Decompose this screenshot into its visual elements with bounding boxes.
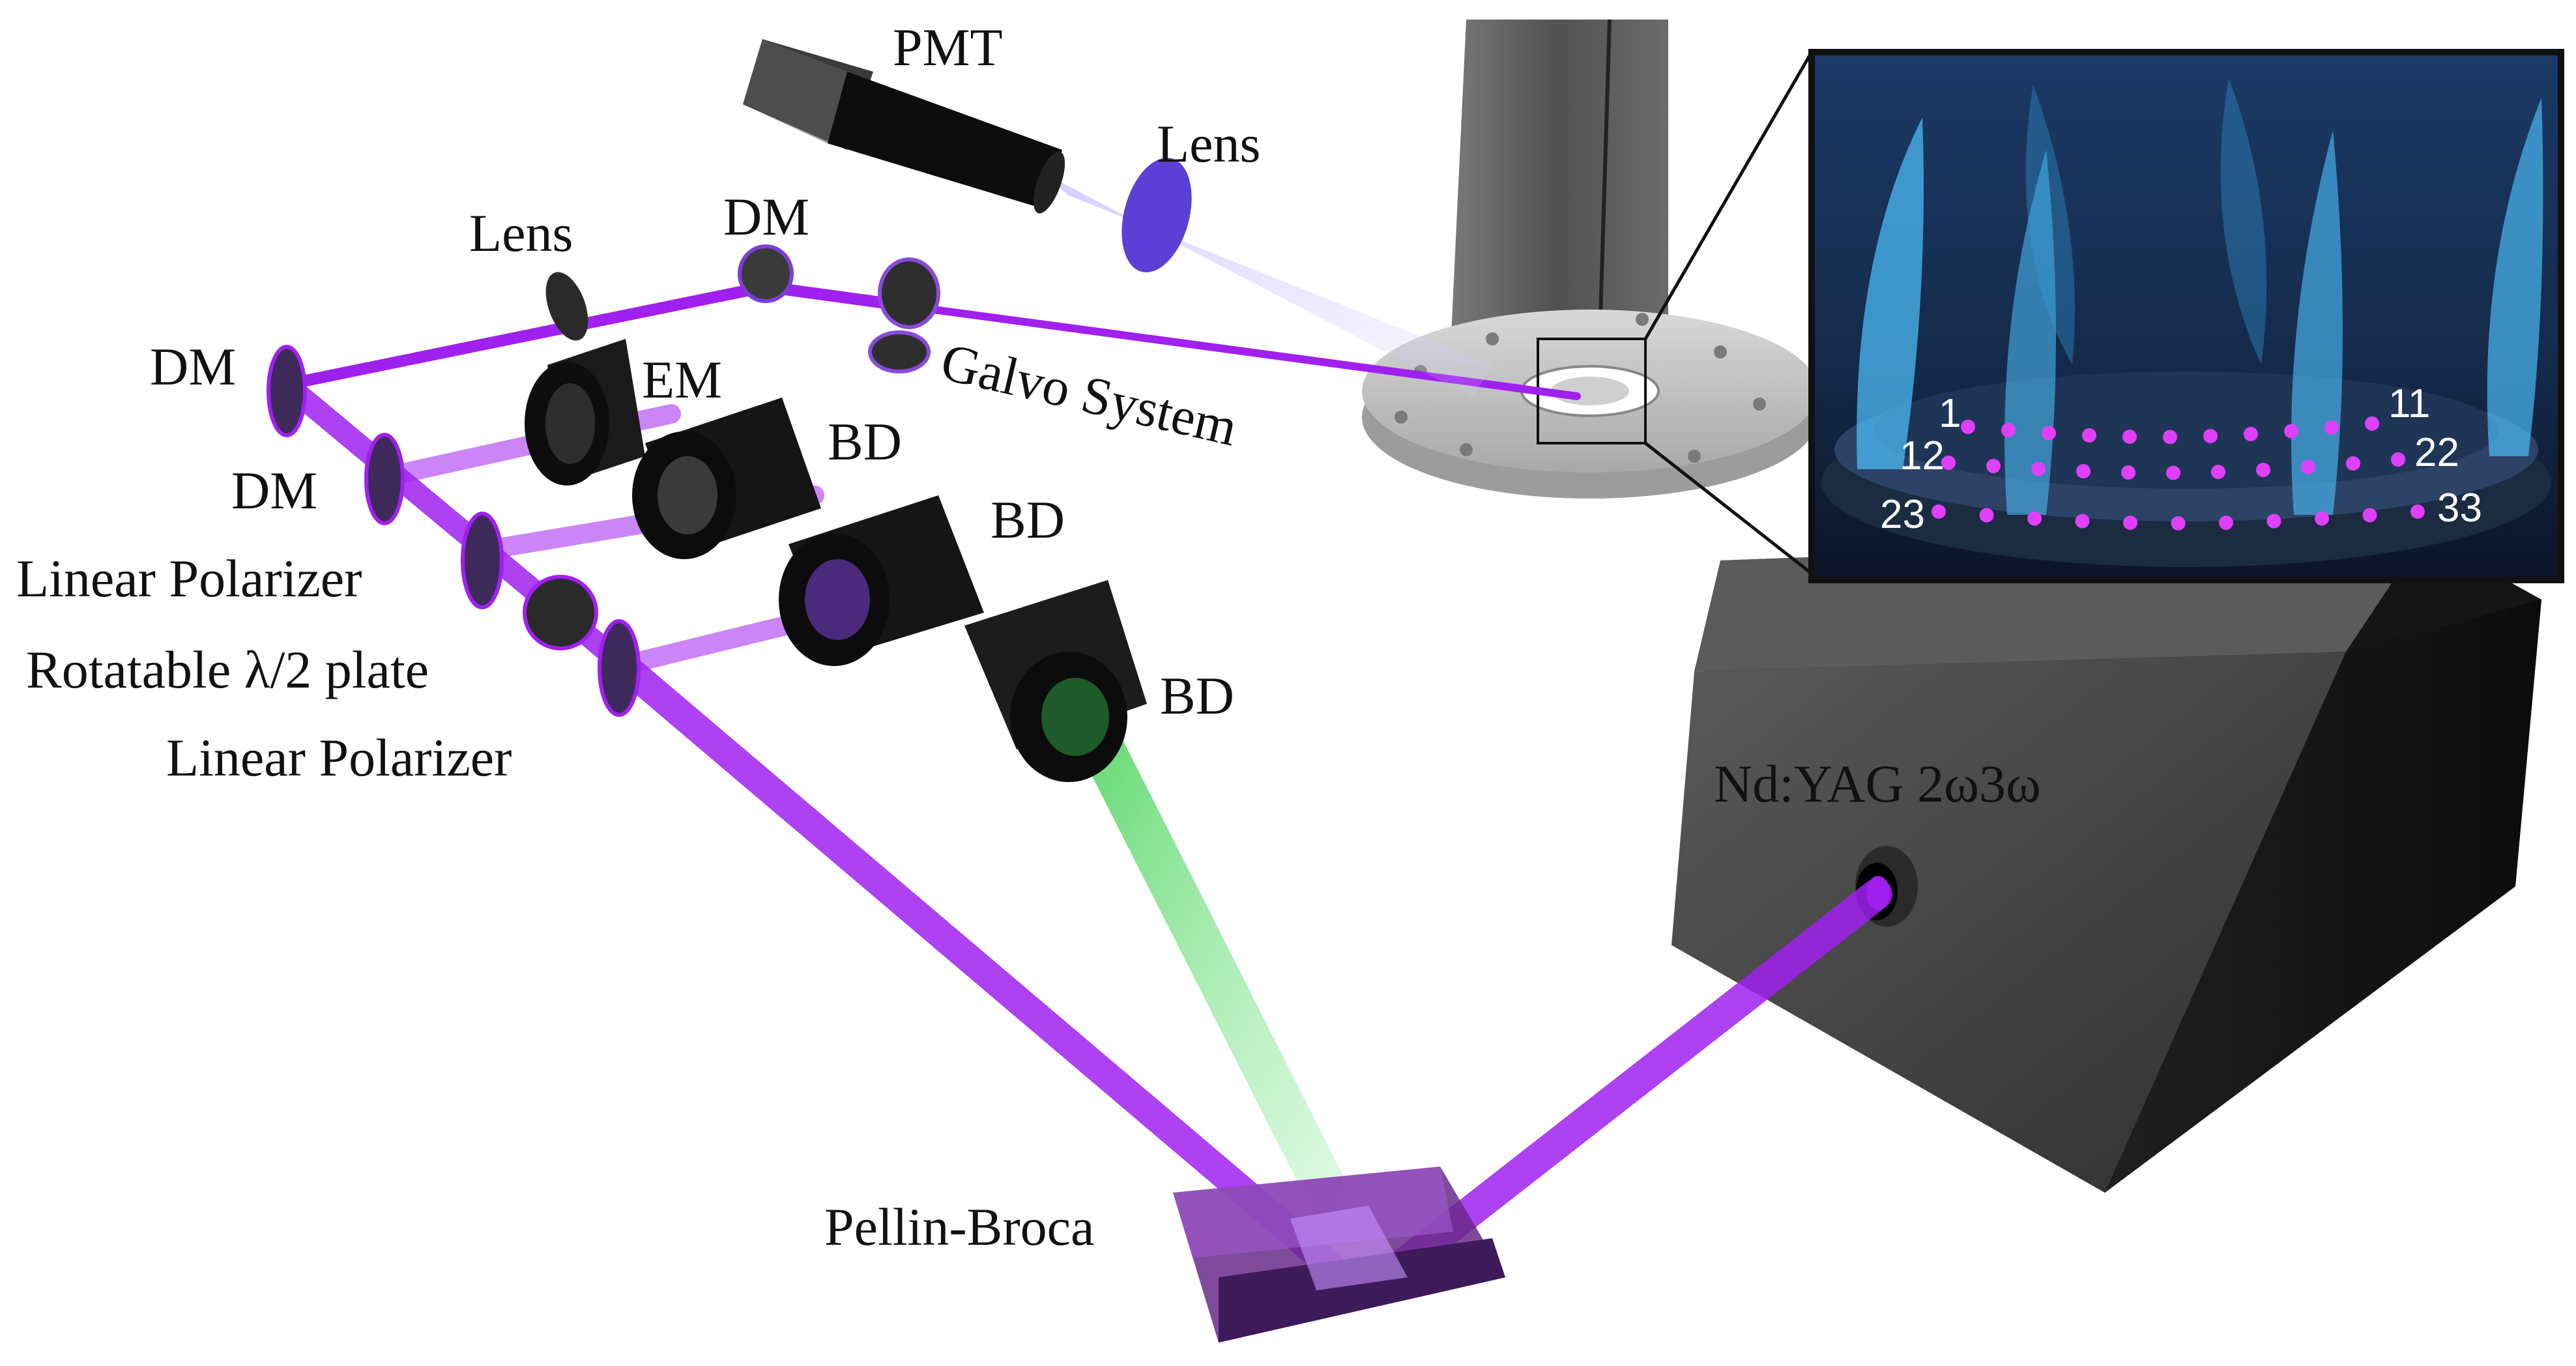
inset-point-22: 22 bbox=[2414, 430, 2459, 475]
dm-2-optic bbox=[364, 433, 405, 525]
measurement-point bbox=[2163, 429, 2177, 444]
label-bd-1: BD bbox=[828, 412, 902, 471]
measurement-point bbox=[2166, 465, 2180, 480]
measurement-point bbox=[2075, 514, 2090, 529]
measurement-point bbox=[1932, 504, 1946, 519]
green-beam bbox=[1065, 710, 1375, 1251]
measurement-point bbox=[2122, 429, 2137, 444]
inset-point-33: 33 bbox=[2437, 486, 2482, 530]
galvo-mirrors bbox=[868, 257, 940, 373]
dm-1-optic bbox=[267, 345, 307, 437]
collection-lens bbox=[1122, 158, 1192, 272]
label-bd-2: BD bbox=[991, 490, 1065, 549]
measurement-point bbox=[2211, 465, 2225, 480]
measurement-point bbox=[1986, 459, 2001, 474]
measurement-point bbox=[1961, 420, 1975, 434]
label-rotatable-plate: Rotatable λ/2 plate bbox=[26, 640, 429, 699]
measurement-points bbox=[1932, 416, 2425, 530]
measurement-point bbox=[2082, 428, 2096, 443]
label-lens-left: Lens bbox=[469, 203, 573, 263]
inset-point-1: 1 bbox=[1939, 391, 1961, 436]
measurement-point bbox=[2244, 427, 2258, 442]
measurement-point bbox=[2203, 429, 2218, 444]
label-galvo-system: Galvo System bbox=[936, 332, 1243, 458]
zoom-leader-lines bbox=[1643, 51, 1814, 575]
inset-point-12: 12 bbox=[1900, 433, 1945, 478]
measurement-point bbox=[2256, 463, 2270, 478]
measurement-point bbox=[1979, 508, 1994, 523]
label-dm-top: DM bbox=[723, 187, 809, 246]
label-lens-top: Lens bbox=[1157, 114, 1260, 173]
measurement-point bbox=[2121, 465, 2135, 480]
measurement-point bbox=[2266, 514, 2281, 529]
fluorescence-cone bbox=[1043, 173, 1492, 398]
measurement-point bbox=[2076, 464, 2091, 479]
measurement-point bbox=[2410, 504, 2425, 519]
pmt-detector bbox=[743, 39, 1065, 214]
label-em: EM bbox=[642, 350, 722, 409]
measurement-point bbox=[2284, 424, 2298, 439]
dm-top-optic bbox=[738, 244, 794, 303]
beam-dump-3 bbox=[964, 580, 1147, 782]
measurement-point bbox=[2219, 516, 2233, 530]
beam-dump-1 bbox=[632, 398, 821, 559]
label-nd-yag: Nd:YAG 2ω3ω bbox=[1714, 754, 2041, 813]
measurement-point bbox=[2301, 459, 2315, 474]
measurement-point bbox=[2031, 461, 2046, 476]
label-linear-polarizer-1: Linear Polarizer bbox=[16, 549, 362, 608]
measurement-point bbox=[2362, 508, 2377, 523]
burner bbox=[1362, 19, 1818, 499]
em-component bbox=[525, 339, 645, 486]
label-dm-2: DM bbox=[231, 461, 317, 520]
measurement-point bbox=[2171, 516, 2186, 530]
measurement-point bbox=[2027, 511, 2042, 526]
linear-polarizer-2-optic bbox=[598, 619, 641, 717]
measurement-point bbox=[2042, 426, 2056, 441]
pellin-broca-prism bbox=[1173, 1167, 1505, 1343]
flame-inset bbox=[1808, 49, 2564, 583]
half-wave-plate-optic bbox=[523, 575, 598, 650]
linear-polarizer-1-optic bbox=[461, 512, 504, 609]
measurement-point bbox=[2001, 423, 2016, 438]
measurement-point bbox=[2346, 456, 2360, 471]
measurement-point bbox=[2123, 516, 2137, 530]
label-pmt: PMT bbox=[893, 18, 1003, 77]
beam-dump-2 bbox=[779, 495, 984, 666]
inset-point-23: 23 bbox=[1880, 492, 1925, 537]
label-linear-polarizer-2: Linear Polarizer bbox=[166, 728, 512, 787]
measurement-point bbox=[1941, 456, 1956, 470]
inset-point-11: 11 bbox=[2388, 381, 2430, 426]
measurement-point bbox=[2365, 416, 2379, 431]
measurement-point bbox=[2324, 420, 2339, 435]
lens-left-optic bbox=[545, 272, 588, 341]
label-pellin-broca: Pellin-Broca bbox=[824, 1197, 1094, 1257]
label-bd-3: BD bbox=[1160, 666, 1234, 725]
measurement-point bbox=[2391, 452, 2405, 467]
label-dm-1: DM bbox=[150, 337, 236, 396]
measurement-point bbox=[2315, 511, 2329, 526]
nd-yag-laser bbox=[1672, 534, 2541, 1193]
